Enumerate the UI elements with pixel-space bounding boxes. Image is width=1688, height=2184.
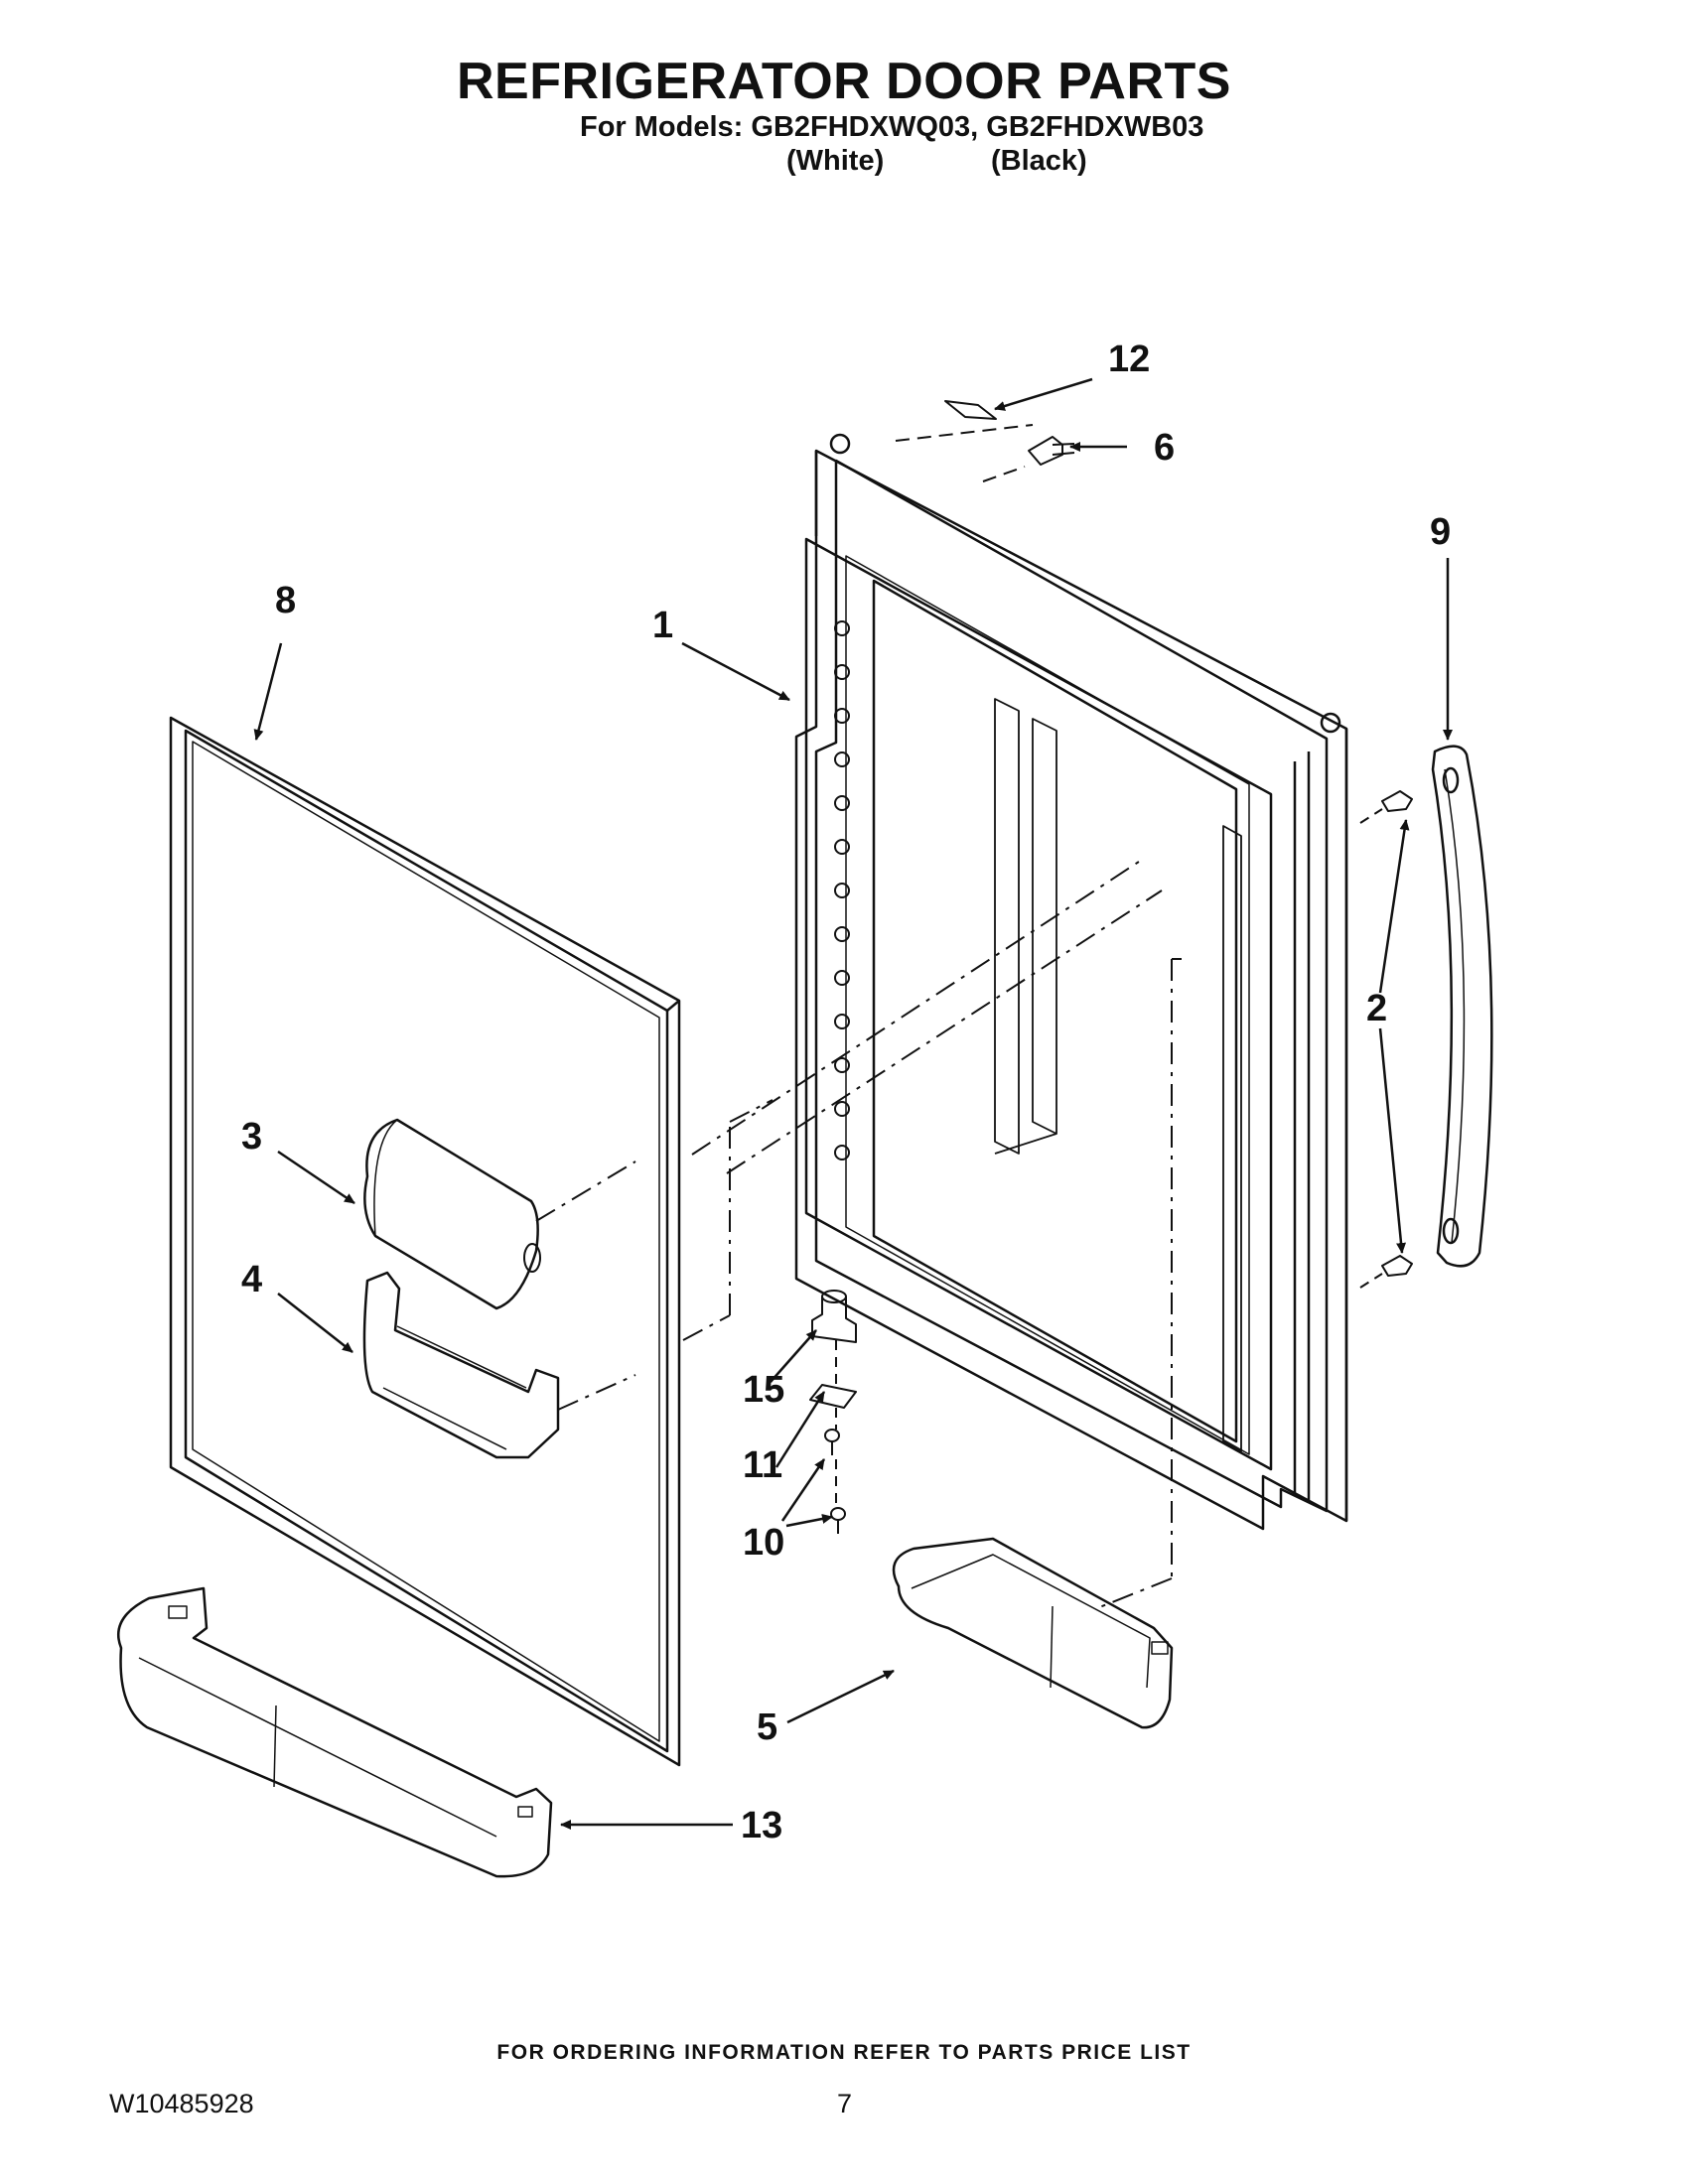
dispenser-tray-part xyxy=(362,1271,560,1459)
callout-5: 5 xyxy=(757,1706,777,1748)
callout-arrows xyxy=(253,377,1453,1830)
document-number: W10485928 xyxy=(109,2089,254,2118)
callout-4: 4 xyxy=(241,1259,262,1300)
variant-white: (White) xyxy=(786,145,885,177)
bottom-rail-part xyxy=(116,1586,553,1878)
hinge-shim-part xyxy=(809,1384,857,1409)
callout-15: 15 xyxy=(743,1369,784,1411)
callout-11: 11 xyxy=(743,1444,782,1486)
door-liner-part xyxy=(794,424,1348,1531)
callout-12: 12 xyxy=(1108,339,1150,380)
door-panel-part xyxy=(169,716,681,1767)
page-title: REFRIGERATOR DOOR PARTS xyxy=(457,53,1231,110)
variant-black: (Black) xyxy=(991,145,1087,177)
hinge-screws-part xyxy=(824,1340,846,1534)
callout-2: 2 xyxy=(1366,988,1387,1029)
models-line: For Models: GB2FHDXWQ03, GB2FHDXWB03 xyxy=(580,111,1204,143)
page-number: 7 xyxy=(837,2089,853,2118)
callout-8: 8 xyxy=(275,580,296,621)
door-handle-part xyxy=(1431,745,1493,1268)
handle-screws-part xyxy=(1359,790,1413,1289)
callout-6: 6 xyxy=(1154,427,1175,469)
callout-3: 3 xyxy=(241,1116,262,1158)
ordering-note: FOR ORDERING INFORMATION REFER TO PARTS … xyxy=(496,2041,1192,2064)
callout-1: 1 xyxy=(652,605,673,646)
dispenser-cover-part xyxy=(363,1118,541,1310)
callout-10: 10 xyxy=(743,1522,784,1564)
callout-labels: 12 6 9 8 1 2 3 4 15 11 10 5 13 xyxy=(241,339,1451,1846)
hinge-plug-part xyxy=(944,400,997,420)
callout-9: 9 xyxy=(1430,511,1451,553)
top-screw-part xyxy=(1028,436,1075,466)
hinge-pin-part xyxy=(811,1290,857,1343)
assembly-lines xyxy=(535,859,1182,1609)
callout-13: 13 xyxy=(741,1805,782,1846)
door-bin-part xyxy=(892,1537,1174,1729)
